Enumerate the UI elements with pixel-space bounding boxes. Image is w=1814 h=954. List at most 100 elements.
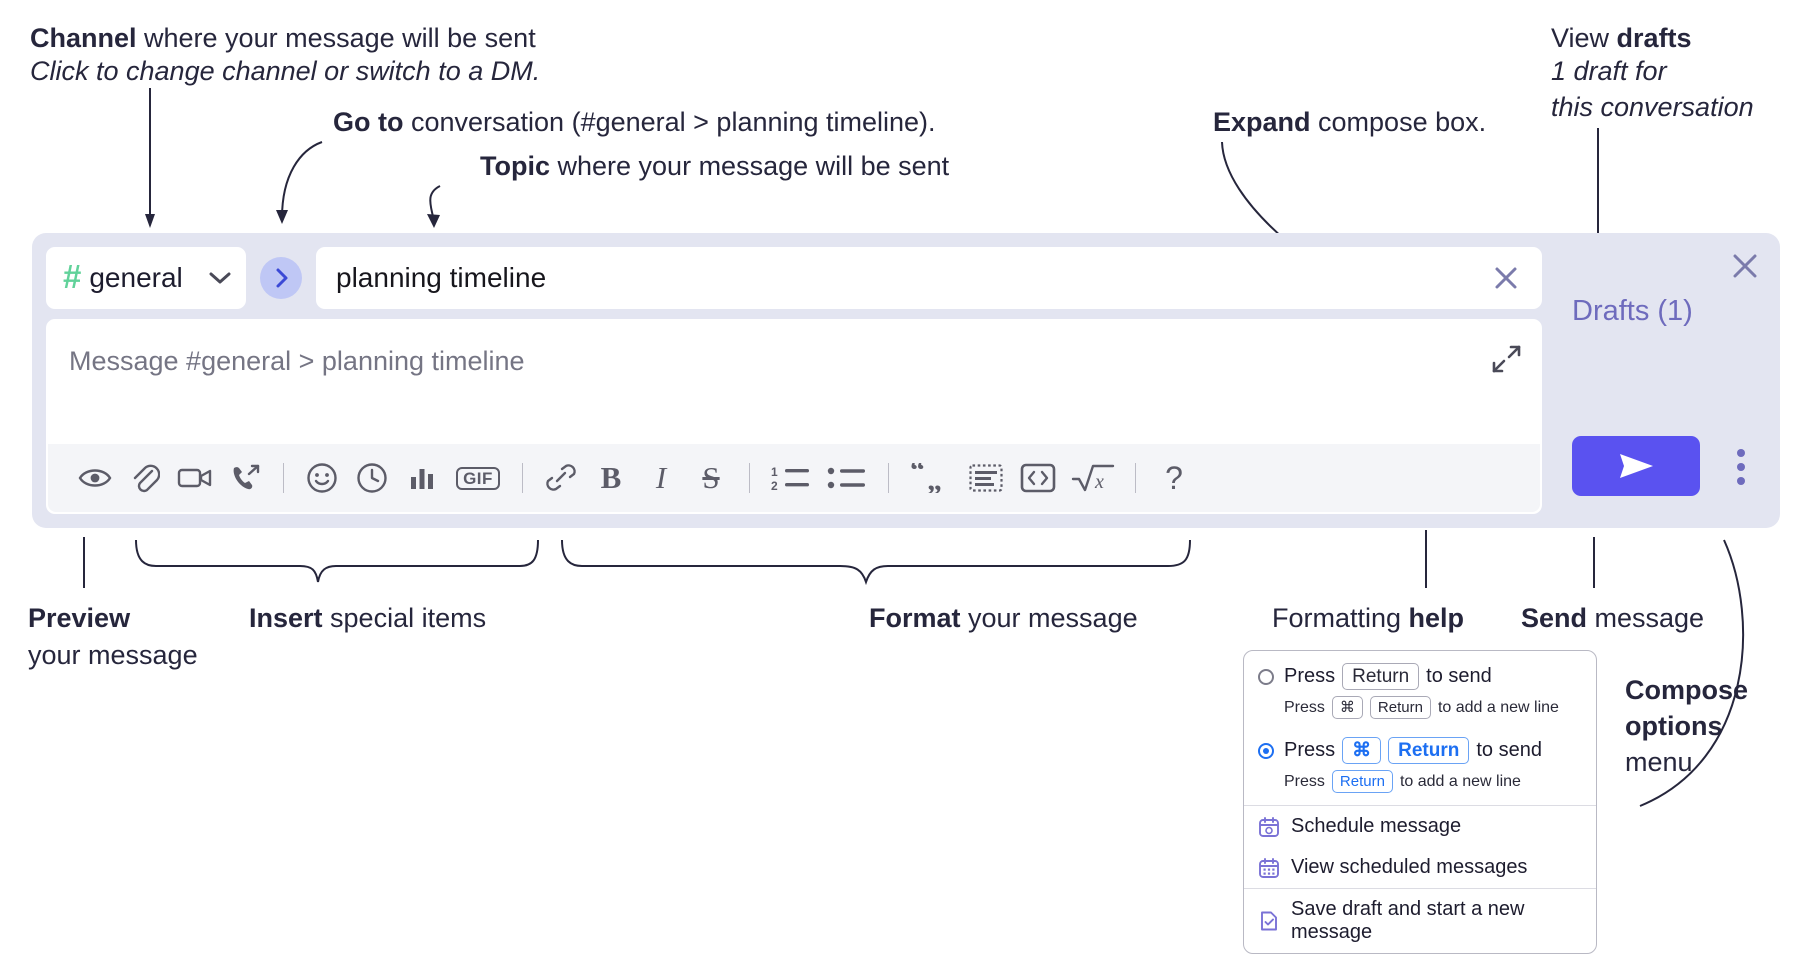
emoji-button[interactable] xyxy=(297,453,347,503)
blockquote-button[interactable]: “ „ xyxy=(902,453,960,503)
poll-bar-chart-button[interactable] xyxy=(397,453,447,503)
expand-compose-box-button[interactable] xyxy=(1491,344,1521,374)
gif-label: GIF xyxy=(456,466,500,490)
annotation-drafts-prefix: View xyxy=(1551,23,1617,53)
opt1-sub-prefix: Press xyxy=(1284,698,1325,716)
annotation-expand: Expand compose box. xyxy=(1213,104,1486,140)
goto-conversation-button[interactable] xyxy=(260,257,302,299)
toolbar-separator xyxy=(749,463,750,493)
annotation-channel-rest: where your message will be sent xyxy=(136,23,536,53)
annotation-format: Format your message xyxy=(869,600,1138,636)
svg-text:1: 1 xyxy=(771,465,778,479)
annotation-format-rest: your message xyxy=(960,603,1138,633)
menu-item-label: Save draft and start a new message xyxy=(1291,898,1525,943)
calendar-clock-icon xyxy=(1258,816,1280,838)
toolbar-separator xyxy=(283,463,284,493)
channel-name-label: general xyxy=(89,262,183,293)
send-option-2[interactable]: Press ⌘ Return to send Press Return to a… xyxy=(1244,725,1596,805)
attach-file-button[interactable] xyxy=(120,453,170,503)
composer-inner: # general planning timeline xyxy=(46,247,1542,514)
opt1-sub-suffix: to add a new line xyxy=(1437,698,1559,716)
reminder-clock-button[interactable] xyxy=(347,453,397,503)
menu-divider xyxy=(1244,888,1596,889)
send-option-2-hint: Press Return to add a new line xyxy=(1284,770,1582,793)
bold-label: B xyxy=(600,460,622,495)
annotation-drafts: View drafts xyxy=(1551,20,1692,56)
opt2-key-cmd: ⌘ xyxy=(1342,737,1382,764)
svg-text:x: x xyxy=(1094,471,1104,493)
drafts-link[interactable]: Drafts (1) xyxy=(1572,295,1693,327)
question-mark-label: ? xyxy=(1165,459,1183,496)
annotation-topic-rest: where your message will be sent xyxy=(550,151,950,181)
annotation-formatting-help: Formatting help xyxy=(1272,600,1464,636)
send-paper-plane-icon xyxy=(1614,449,1658,483)
code-block-button[interactable] xyxy=(960,453,1012,503)
annotation-topic-bold: Topic xyxy=(480,151,550,181)
annotation-drafts-bold: drafts xyxy=(1616,23,1692,53)
channel-selector[interactable]: # general xyxy=(46,247,246,309)
annotation-compose-options-line3: menu xyxy=(1625,747,1693,777)
opt2-key-return: Return xyxy=(1388,737,1470,764)
menu-item-save-draft[interactable]: Save draft and start a new message xyxy=(1244,889,1596,953)
bulleted-list-button[interactable] xyxy=(819,453,875,503)
strikethrough-button[interactable]: S xyxy=(686,453,736,503)
annotation-drafts-sub2: this conversation xyxy=(1551,92,1754,122)
menu-item-label: View scheduled messages xyxy=(1291,856,1528,878)
annotation-insert-bold: Insert xyxy=(249,603,323,633)
svg-text:“: “ xyxy=(910,463,925,487)
annotation-channel-sub: Click to change channel or switch to a D… xyxy=(30,56,541,86)
radio-cmd-return-to-send[interactable] xyxy=(1258,742,1274,759)
ordered-list-button[interactable]: 1 2 xyxy=(763,453,819,503)
topic-clear-button[interactable] xyxy=(1490,262,1522,294)
link-button[interactable] xyxy=(536,453,586,503)
topic-field[interactable]: planning timeline xyxy=(316,247,1542,309)
annotation-expand-rest: compose box. xyxy=(1310,107,1487,137)
compose-options-button[interactable] xyxy=(1728,446,1754,488)
preview-button[interactable] xyxy=(70,453,120,503)
annotation-channel: Channel where your message will be sent xyxy=(30,20,536,56)
annotation-format-bold: Format xyxy=(869,603,961,633)
annotation-goto: Go to conversation (#general > planning … xyxy=(333,104,936,140)
audio-clip-button[interactable] xyxy=(220,453,270,503)
strikethrough-label: S xyxy=(702,460,720,495)
italic-button[interactable]: I xyxy=(636,453,686,503)
svg-text:„: „ xyxy=(927,464,942,493)
annotation-compose-options-line1: Compose xyxy=(1625,675,1749,705)
opt1-key-return: Return xyxy=(1342,663,1420,690)
calendar-grid-icon xyxy=(1258,857,1280,879)
svg-text:2: 2 xyxy=(771,479,778,492)
annotation-compose-options-line2: options xyxy=(1625,711,1723,741)
hash-icon: # xyxy=(63,258,82,295)
kebab-dot xyxy=(1737,463,1745,471)
chevron-right-icon xyxy=(274,267,289,289)
menu-item-schedule-message[interactable]: Schedule message xyxy=(1244,806,1596,847)
message-composer-panel: # general planning timeline xyxy=(32,233,1780,528)
annotation-goto-bold: Go to xyxy=(333,107,404,137)
menu-item-label: Schedule message xyxy=(1291,815,1462,837)
annotation-formatting-help-bold: help xyxy=(1408,603,1465,633)
kebab-dot xyxy=(1737,449,1745,457)
send-button[interactable] xyxy=(1572,436,1700,496)
panel-close-button[interactable] xyxy=(1728,249,1762,283)
opt2-prefix: Press xyxy=(1284,739,1336,761)
radio-return-to-send[interactable] xyxy=(1258,668,1274,685)
menu-item-view-scheduled-messages[interactable]: View scheduled messages xyxy=(1244,847,1596,888)
code-brackets-button[interactable] xyxy=(1012,453,1064,503)
video-clip-button[interactable] xyxy=(170,453,220,503)
annotation-channel-bold: Channel xyxy=(30,23,137,53)
gif-button[interactable]: GIF xyxy=(447,453,509,503)
send-option-1[interactable]: Press Return to send Press ⌘ Return to a… xyxy=(1244,651,1596,725)
bold-button[interactable]: B xyxy=(586,453,636,503)
toolbar-separator xyxy=(888,463,889,493)
formatting-help-button[interactable]: ? xyxy=(1149,453,1199,503)
toolbar-separator xyxy=(1135,463,1136,493)
square-root-x-button[interactable]: x xyxy=(1064,453,1122,503)
annotation-preview: Preview xyxy=(28,600,130,636)
chevron-down-icon xyxy=(209,271,231,285)
annotation-send-bold: Send xyxy=(1521,603,1588,633)
annotation-goto-rest: conversation (#general > planning timeli… xyxy=(403,107,936,137)
toolbar-separator xyxy=(522,463,523,493)
compose-options-menu: Press Return to send Press ⌘ Return to a… xyxy=(1243,650,1597,954)
message-input-box[interactable]: Message #general > planning timeline xyxy=(46,319,1542,514)
